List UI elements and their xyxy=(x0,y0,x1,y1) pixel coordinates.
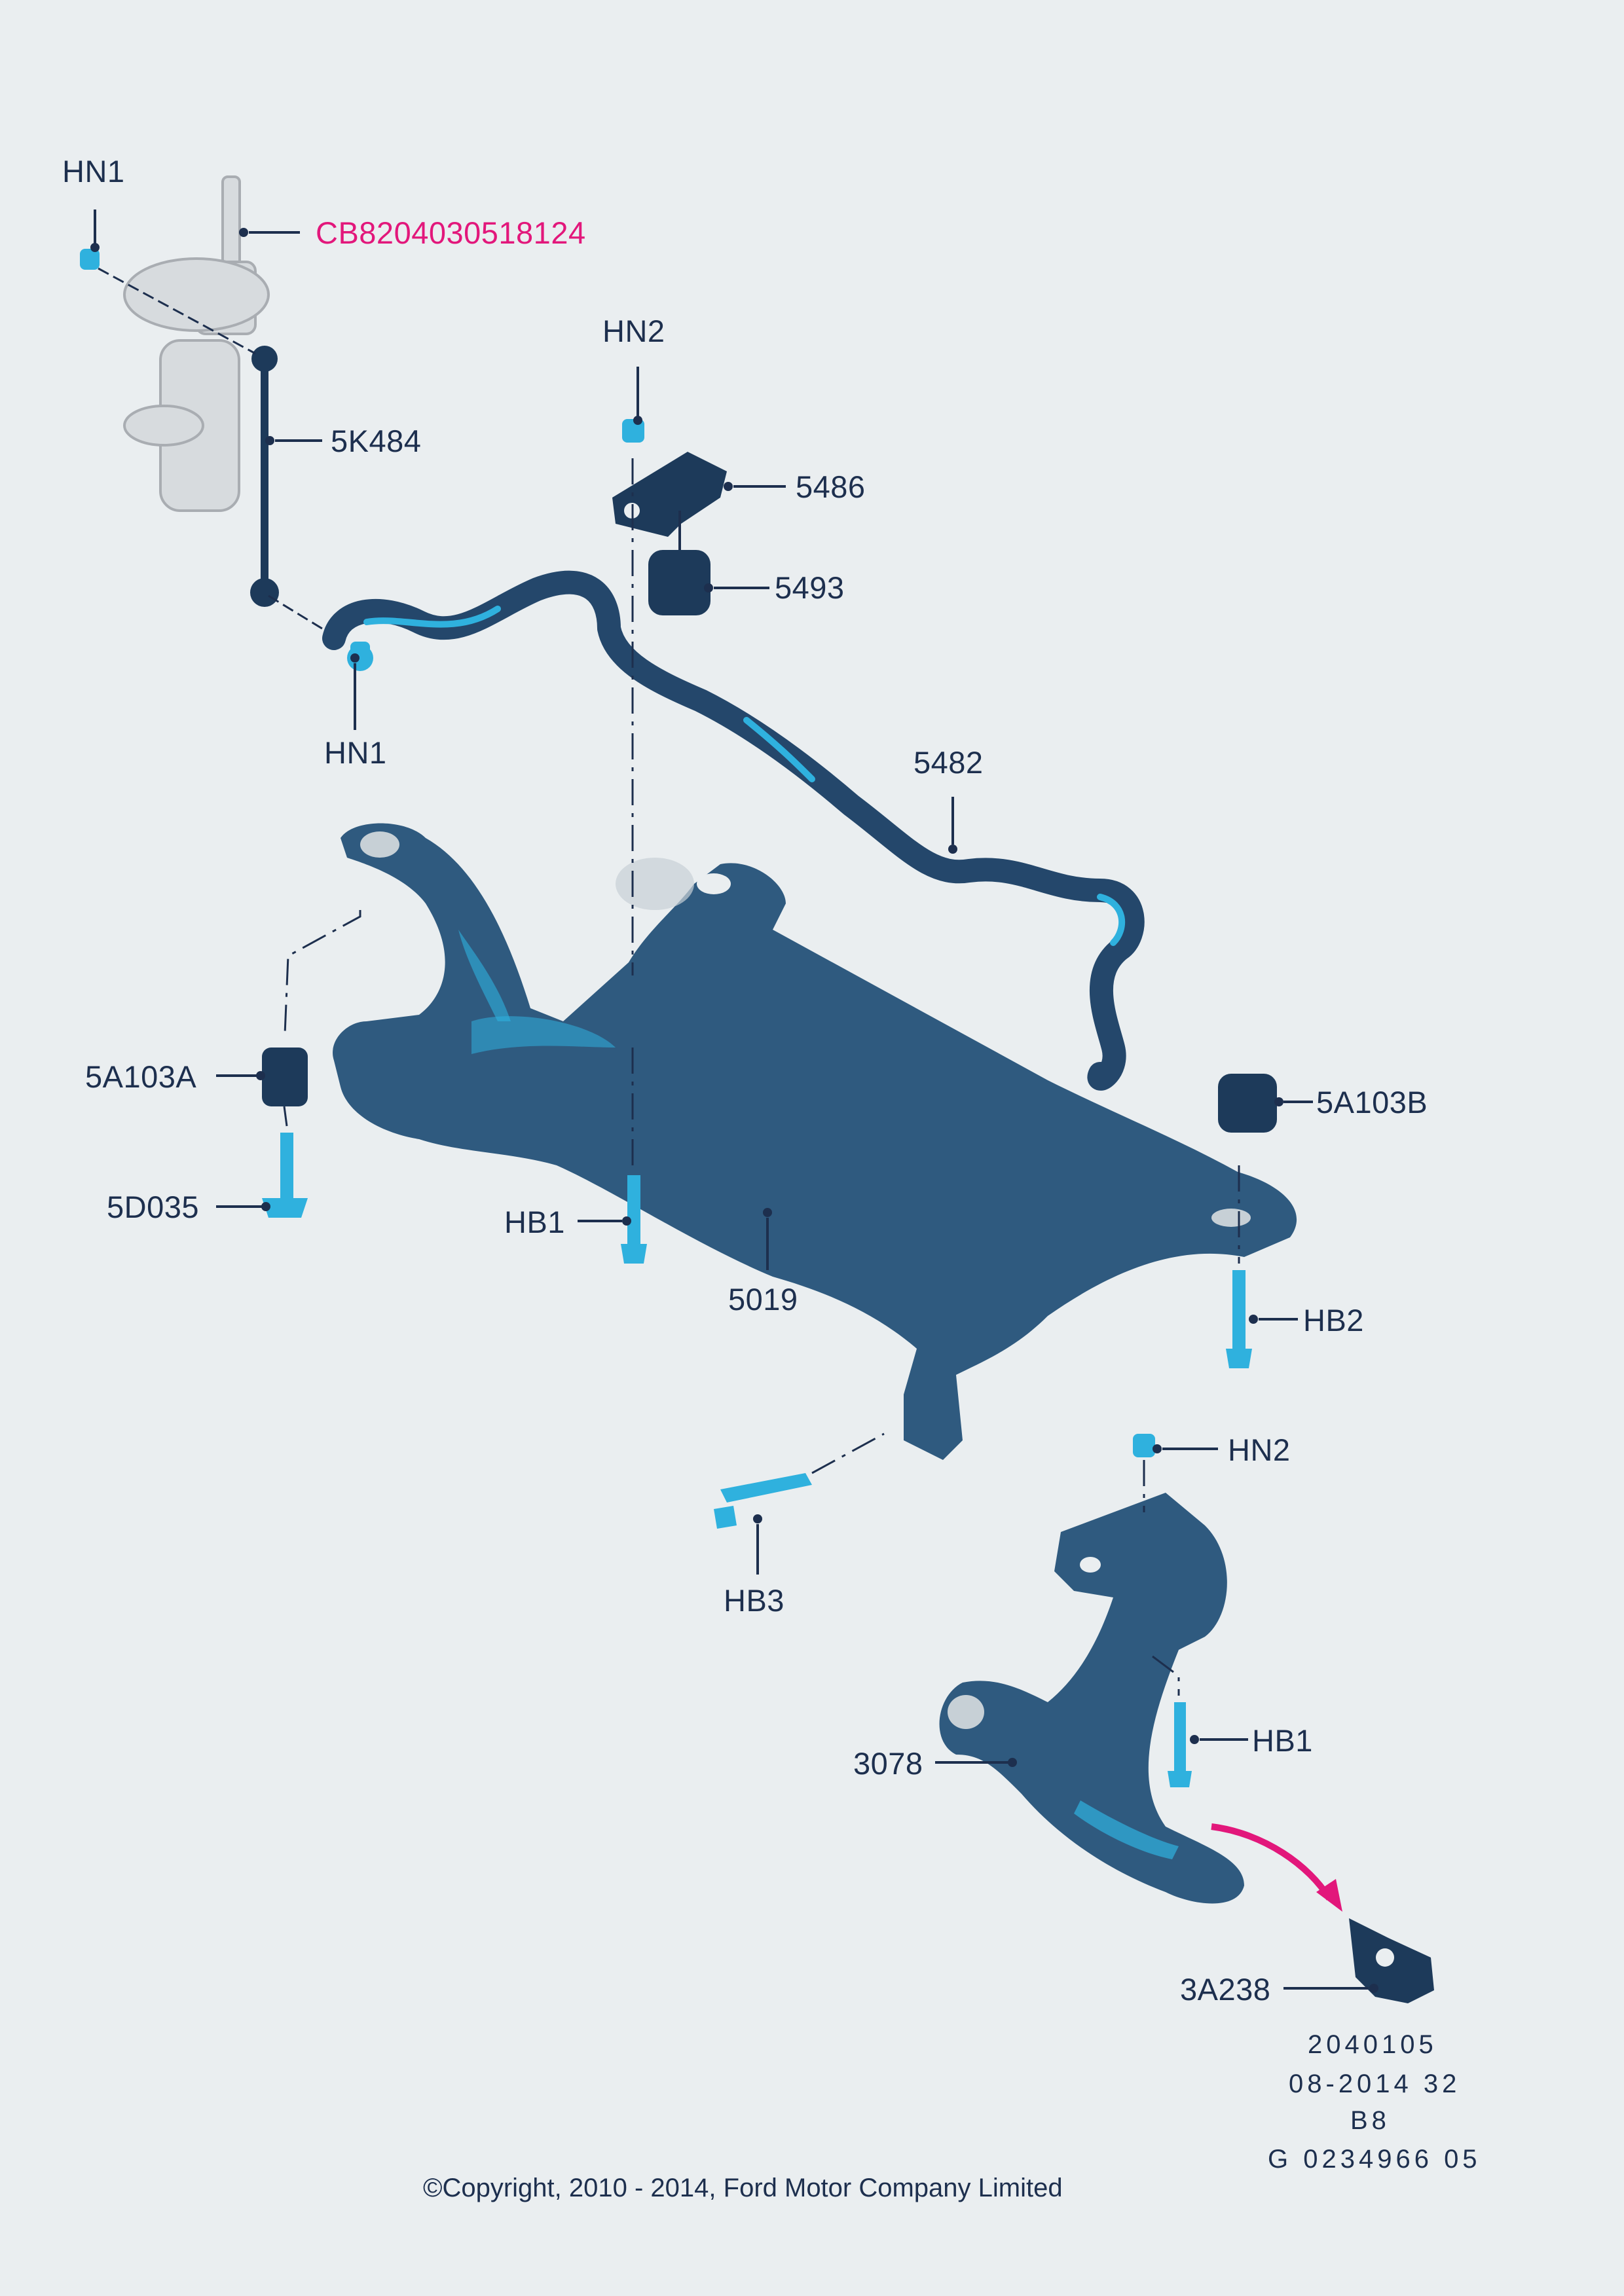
part-labels: HN1 CB8204030518124 5K484 HN2 5486 5493 … xyxy=(62,154,1428,2007)
label-hb1-mid: HB1 xyxy=(504,1205,565,1239)
label-5a103b: 5A103B xyxy=(1316,1085,1428,1120)
reference-line-4: G 0234966 05 xyxy=(1268,2145,1481,2174)
reference-line-1: 2040105 xyxy=(1308,2030,1437,2059)
label-hn1-mid: HN1 xyxy=(324,735,387,770)
assembly-lines xyxy=(283,458,1240,1696)
stabilizer-link xyxy=(98,267,328,633)
label-5486: 5486 xyxy=(796,469,866,504)
label-hn1-top: HN1 xyxy=(62,154,125,189)
label-5019: 5019 xyxy=(728,1282,798,1317)
leader-lines xyxy=(90,210,1378,1993)
copyright-notice: ©Copyright, 2010 - 2014, Ford Motor Comp… xyxy=(423,2174,1063,2202)
label-5a103a: 5A103A xyxy=(85,1059,196,1094)
label-5482: 5482 xyxy=(913,745,984,780)
label-hn2-top: HN2 xyxy=(602,314,665,348)
reference-line-3: B8 xyxy=(1350,2106,1390,2135)
label-3a238: 3A238 xyxy=(1180,1972,1270,2007)
subframe-bushings xyxy=(262,1048,1277,1133)
ball-joint-arrow xyxy=(1211,1823,1342,1912)
lower-control-arm xyxy=(939,1493,1434,2003)
reference-line-2: 08-2014 32 xyxy=(1289,2069,1460,2098)
label-5d035: 5D035 xyxy=(107,1190,199,1224)
front-subframe xyxy=(333,823,1297,1460)
label-hb2: HB2 xyxy=(1303,1303,1364,1338)
bolts xyxy=(80,249,1252,1787)
label-hb3: HB3 xyxy=(724,1583,784,1618)
label-hb1-low: HB1 xyxy=(1252,1723,1313,1758)
reference-codes: 2040105 08-2014 32 B8 G 0234966 05 xyxy=(1268,2030,1481,2174)
label-5493: 5493 xyxy=(775,570,845,605)
strut-assembly xyxy=(123,175,270,512)
label-part-number[interactable]: CB8204030518124 xyxy=(316,215,586,250)
label-3078: 3078 xyxy=(853,1746,923,1781)
label-5k484: 5K484 xyxy=(331,424,421,458)
label-hn2-low: HN2 xyxy=(1228,1432,1291,1467)
